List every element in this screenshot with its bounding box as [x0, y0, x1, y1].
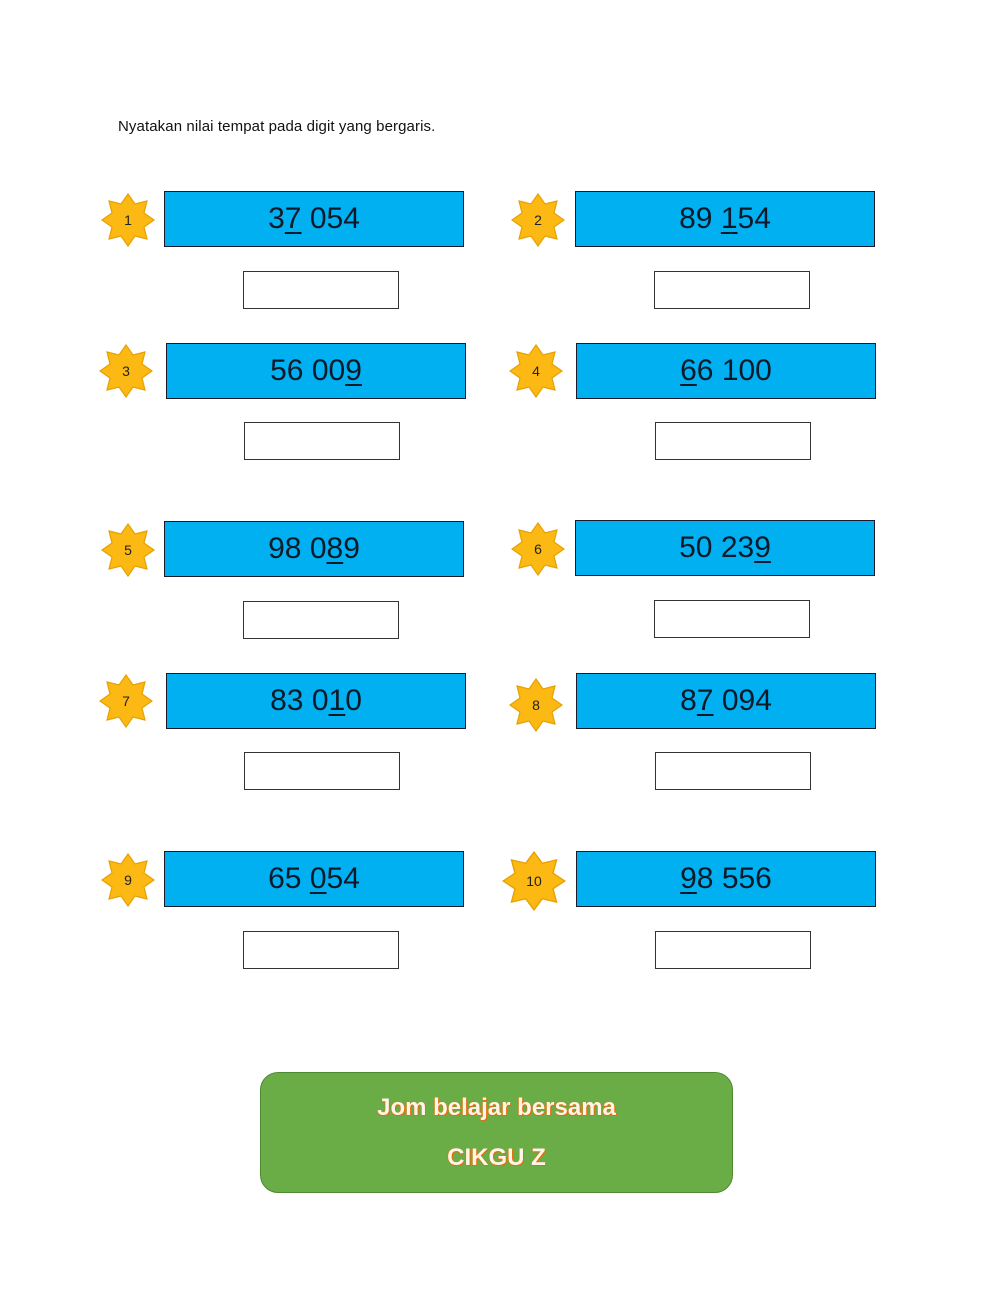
star-badge-icon: 3 — [99, 344, 153, 398]
question-number: 9 — [124, 872, 132, 888]
answer-input-4[interactable] — [655, 422, 811, 460]
question-number: 1 — [124, 212, 132, 228]
answer-input-6[interactable] — [654, 600, 810, 638]
underlined-digit: 9 — [680, 862, 697, 895]
underlined-digit: 8 — [326, 532, 344, 565]
star-badge-icon: 4 — [509, 344, 563, 398]
answer-input-3[interactable] — [244, 422, 400, 460]
underlined-digit: 1 — [720, 202, 738, 235]
digits-before: 98 0 — [268, 532, 327, 565]
underlined-digit: 6 — [680, 354, 697, 387]
footer-banner: Jom belajar bersama CIKGU Z — [260, 1072, 733, 1193]
question-number: 7 — [122, 693, 130, 709]
question-number: 4 — [532, 363, 540, 379]
question-number: 10 — [526, 873, 542, 889]
digits-before: 50 23 — [679, 531, 755, 564]
question-number: 6 — [534, 541, 542, 557]
underlined-digit: 7 — [696, 684, 714, 717]
answer-input-9[interactable] — [243, 931, 399, 969]
star-badge-icon: 10 — [502, 851, 566, 911]
question-number: 3 — [122, 363, 130, 379]
answer-input-8[interactable] — [655, 752, 811, 790]
star-badge-icon: 7 — [99, 674, 153, 728]
digits-after: 54 — [326, 862, 360, 895]
question-number: 2 — [534, 212, 542, 228]
star-badge-icon: 2 — [511, 193, 565, 247]
underlined-digit: 9 — [345, 354, 362, 387]
star-badge-icon: 1 — [101, 193, 155, 247]
star-badge-icon: 8 — [509, 678, 563, 732]
digits-after: 6 100 — [696, 354, 772, 387]
digits-before: 83 0 — [270, 684, 329, 717]
digits-after: 8 556 — [696, 862, 772, 895]
underlined-digit: 0 — [309, 862, 327, 895]
star-badge-icon: 6 — [511, 522, 565, 576]
answer-input-2[interactable] — [654, 271, 810, 309]
underlined-digit: 7 — [284, 202, 302, 235]
digits-after: 0 — [345, 684, 362, 717]
question-number: 5 — [124, 542, 132, 558]
digits-after: 094 — [713, 684, 772, 717]
underlined-digit: 9 — [754, 531, 771, 564]
answer-input-10[interactable] — [655, 931, 811, 969]
underlined-digit: 1 — [328, 684, 346, 717]
answer-input-7[interactable] — [244, 752, 400, 790]
instruction-text: Nyatakan nilai tempat pada digit yang be… — [118, 118, 436, 135]
banner-line-1: Jom belajar bersama — [377, 1093, 616, 1121]
digits-after: 9 — [343, 532, 360, 565]
digits-after: 54 — [737, 202, 771, 235]
star-badge-icon: 5 — [101, 523, 155, 577]
digits-before: 89 — [679, 202, 721, 235]
digits-before: 8 — [680, 684, 697, 717]
digits-before: 3 — [268, 202, 285, 235]
digits-before: 56 00 — [270, 354, 346, 387]
answer-input-5[interactable] — [243, 601, 399, 639]
banner-line-2: CIKGU Z — [447, 1143, 546, 1171]
question-number: 8 — [532, 697, 540, 713]
star-badge-icon: 9 — [101, 853, 155, 907]
digits-before: 65 — [268, 862, 310, 895]
digits-after: 054 — [301, 202, 360, 235]
answer-input-1[interactable] — [243, 271, 399, 309]
